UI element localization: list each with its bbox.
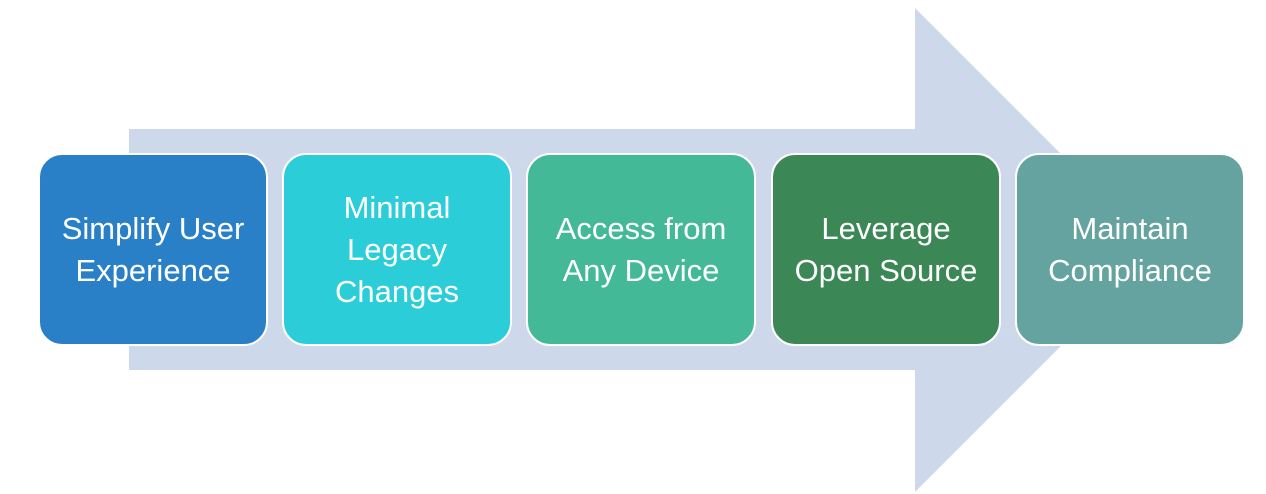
step-maintain-compliance: Maintain Compliance [1015, 153, 1245, 346]
step-minimal-legacy-changes: Minimal Legacy Changes [282, 153, 512, 346]
step-simplify-user-experience: Simplify User Experience [38, 153, 268, 346]
step-access-from-any-device: Access from Any Device [526, 153, 756, 346]
step-label: Access from Any Device [555, 210, 727, 288]
step-leverage-open-source: Leverage Open Source [771, 153, 1001, 346]
step-label: Leverage Open Source [794, 210, 978, 288]
step-label: Simplify User Experience [61, 210, 245, 288]
step-label: Maintain Compliance [1048, 210, 1212, 288]
step-label: Minimal Legacy Changes [334, 189, 460, 309]
